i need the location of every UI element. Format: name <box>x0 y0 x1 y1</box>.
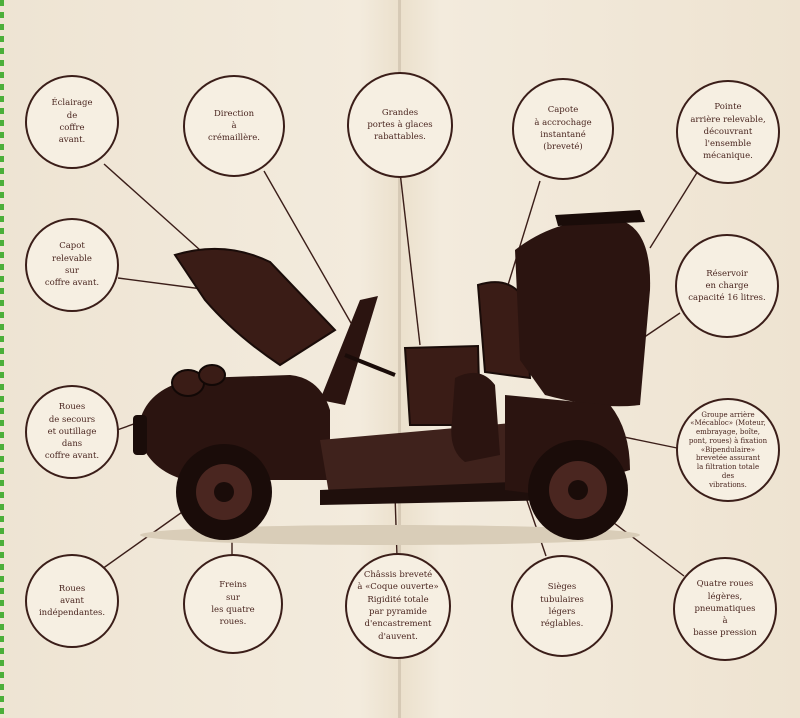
front-wheel <box>176 444 272 540</box>
callout-roues-avant: Roues avant indépendantes. <box>25 554 119 648</box>
callout-reservoir: Réservoir en charge capacité 16 litres. <box>675 234 779 338</box>
callout-pointe-arriere: Pointe arrière relevable, découvrant l'e… <box>676 80 780 184</box>
callout-grandes-portes: Grandes portes à glaces rabattables. <box>347 72 453 178</box>
car-body <box>133 210 651 545</box>
perforated-edge <box>0 0 4 718</box>
center-fold <box>398 0 401 718</box>
callout-sieges: Sièges tubulaires légers réglables. <box>511 555 613 657</box>
callout-capote: Capote à accrochage instantané (breveté) <box>512 78 614 180</box>
callout-groupe-arriere: Groupe arrière «Mécabloc» (Moteur, embra… <box>676 398 780 502</box>
callout-capot: Capot relevable sur coffre avant. <box>25 218 119 312</box>
callout-quatre-roues: Quatre roues légères, pneumatiques à bas… <box>673 557 777 661</box>
callout-freins: Freins sur les quatre roues. <box>183 554 283 654</box>
callout-direction: Direction à crémaillère. <box>183 75 285 177</box>
callout-roues-secours: Roues de secours et outillage dans coffr… <box>25 385 119 479</box>
callout-chassis: Châssis breveté à «Coque ouverte» Rigidi… <box>345 553 451 659</box>
callout-eclairage: Éclairage de coffre avant. <box>25 75 119 169</box>
rear-wheel <box>528 440 628 540</box>
